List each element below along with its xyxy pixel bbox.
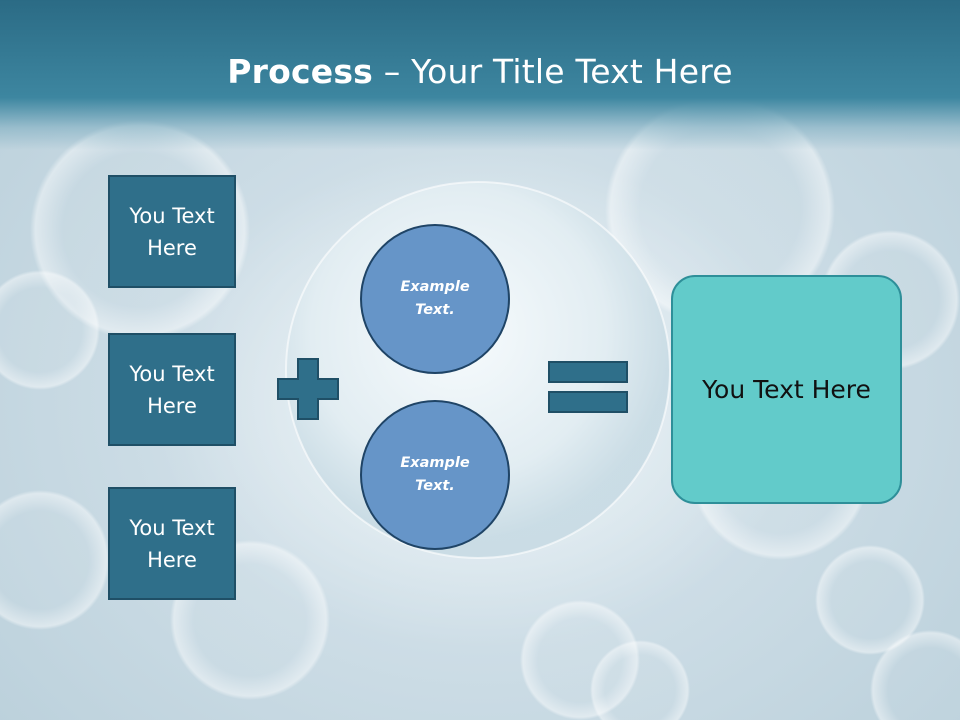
result-box[interactable]: You Text Here bbox=[671, 275, 902, 504]
equals-icon bbox=[548, 361, 628, 413]
title-rest: – Your Title Text Here bbox=[373, 52, 733, 91]
title-banner bbox=[0, 0, 960, 150]
circle-label: Example Text. bbox=[400, 279, 470, 318]
plus-icon bbox=[277, 358, 339, 420]
result-label: You Text Here bbox=[702, 375, 871, 404]
slide-title: Process – Your Title Text Here bbox=[0, 52, 960, 91]
example-circle-2[interactable]: Example Text. bbox=[360, 400, 510, 550]
input-box-3[interactable]: You Text Here bbox=[108, 487, 236, 600]
input-box-label: You Text Here bbox=[129, 361, 215, 418]
circle-label: Example Text. bbox=[400, 455, 470, 494]
example-circle-1[interactable]: Example Text. bbox=[360, 224, 510, 374]
input-box-label: You Text Here bbox=[129, 515, 215, 572]
input-box-2[interactable]: You Text Here bbox=[108, 333, 236, 446]
input-box-1[interactable]: You Text Here bbox=[108, 175, 236, 288]
input-box-label: You Text Here bbox=[129, 203, 215, 260]
title-bold: Process bbox=[227, 52, 374, 91]
